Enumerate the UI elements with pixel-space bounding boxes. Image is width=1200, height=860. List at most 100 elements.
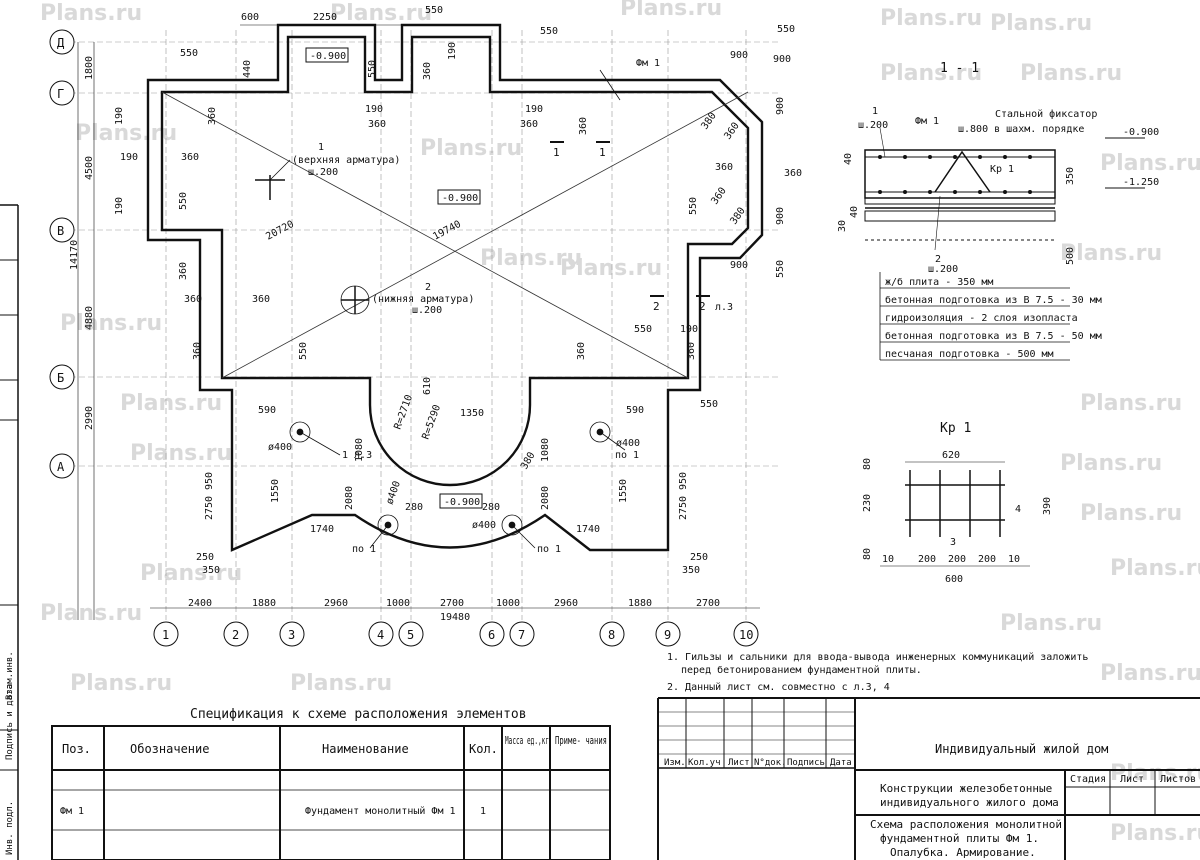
slab-outline-outer — [146, 23, 764, 552]
rebar-num: 1 — [318, 142, 324, 153]
watermark: Plans.ru — [130, 441, 232, 466]
dim-label: 2990 — [84, 406, 95, 430]
dim-label: 190 — [680, 324, 698, 335]
diagonal-dim: 19740 — [431, 219, 463, 243]
dim-label: 360 — [722, 121, 741, 142]
watermark: Plans.ru — [1110, 821, 1200, 846]
row-axis-label: Г — [57, 87, 64, 101]
watermark: Plans.ru — [1110, 556, 1200, 581]
dim-label: 950 — [678, 472, 689, 490]
dim-label: 2080 — [540, 486, 551, 510]
col-axis-label: 1 — [162, 628, 169, 642]
stamp-stage: Стадия — [1070, 774, 1106, 785]
rebar-step: ш.200 — [308, 167, 338, 178]
sleeve-diameter: ø400 — [472, 520, 496, 531]
dim-label: 1800 — [84, 56, 95, 80]
diagonal-line — [221, 91, 749, 379]
watermark: Plans.ru — [880, 6, 982, 31]
spec-header: Обозначение — [130, 742, 209, 756]
row-axis-label: Д — [57, 36, 65, 50]
layer-table — [879, 272, 1070, 361]
row-axis-label: В — [57, 224, 64, 238]
col-axis-label: 8 — [608, 628, 615, 642]
stamp-sheet-line: Схема расположения монолитной — [870, 818, 1062, 831]
watermark: Plans.ru — [880, 61, 982, 86]
dim-label: 1080 — [354, 438, 365, 462]
dim-label: 360 — [178, 262, 189, 280]
title-block — [657, 697, 1200, 860]
dim-label: 2700 — [440, 598, 464, 609]
dim-label: 230 — [862, 494, 873, 512]
layer-item: песчаная подготовка - 500 мм — [885, 349, 1054, 360]
grid-lines — [70, 30, 780, 620]
sheet-ref: л.3 — [715, 302, 733, 313]
dim-label: 2700 — [696, 598, 720, 609]
sleeve-ref: по 1 — [537, 544, 561, 555]
layer-item: бетонная подготовка из В 7.5 - 50 мм — [885, 330, 1102, 342]
watermark: Plans.ru — [140, 561, 242, 586]
dim-label: 190 — [365, 104, 383, 115]
dim-label: 30 — [837, 220, 848, 232]
kr1-frame — [905, 470, 1005, 537]
sleeve-ref: по 1 — [352, 544, 376, 555]
dim-label: 1550 — [618, 479, 629, 503]
dim-label: 360 — [181, 152, 199, 163]
slab-outline-inner — [160, 35, 750, 487]
level-mark: -1.250 — [1123, 177, 1159, 188]
dim-label: 1000 — [386, 598, 410, 609]
fixer-shape — [934, 150, 991, 193]
stamp-section-line: индивидуального жилого дома — [880, 796, 1059, 809]
dim-label: 550 — [775, 260, 786, 278]
rebar-name: (верхняя арматура) — [292, 155, 400, 166]
side-strip — [0, 204, 19, 860]
col-axis-label: 4 — [377, 628, 384, 642]
dim-label: 620 — [942, 450, 960, 461]
rebar-step: ш.200 — [412, 305, 442, 316]
watermark: Plans.ru — [75, 121, 177, 146]
dim-label: 360 — [686, 342, 697, 360]
watermark: Plans.ru — [60, 311, 162, 336]
dim-label: 600 — [945, 574, 963, 585]
col-axis-label: 3 — [288, 628, 295, 642]
spec-header: Поз. — [62, 742, 91, 756]
dim-label: 360 — [422, 62, 433, 80]
note-line: 1. Гильзы и сальники для ввода-вывода ин… — [667, 651, 1088, 663]
stamp-col: Кол.уч — [688, 758, 721, 768]
dim-label: 280 — [482, 502, 500, 513]
rebar-num: 2 — [935, 254, 941, 265]
dim-label: 2750 — [678, 496, 689, 520]
layer-item: бетонная подготовка из В 7.5 - 30 мм — [885, 294, 1102, 306]
rebar-num: 2 — [425, 282, 431, 293]
foundation-plan: 20720 19740 -0.900 -0.900 -0.900 Фм 1 1 … — [49, 5, 802, 647]
watermark: Plans.ru — [70, 671, 172, 696]
watermark: Plans.ru — [1020, 61, 1122, 86]
watermark: Plans.ru — [480, 246, 582, 271]
strip-label: Взам.инв. — [5, 651, 15, 700]
kr1-detail: Кр 1 620 80 230 80 390 4 3 10 200 200 20… — [862, 421, 1053, 585]
slab-mark: Фм 1 — [636, 58, 660, 69]
layer-item: гидроизоляция - 2 слоя изопласта — [885, 313, 1078, 324]
dim-label: 550 — [180, 48, 198, 59]
dim-label: 550 — [540, 26, 558, 37]
dim-label: 590 — [258, 405, 276, 416]
rebar-dots — [878, 155, 1032, 194]
dim-label: 550 — [298, 342, 309, 360]
diagonal-line — [161, 91, 689, 379]
stamp-col: Изм. — [664, 758, 686, 768]
strip-label: Инв. подл. — [5, 801, 15, 855]
col-axis-label: 10 — [739, 628, 753, 642]
elevation-box — [305, 47, 349, 63]
dim-label: 200 — [948, 554, 966, 565]
dim-label: 350 — [1065, 167, 1076, 185]
radius-label: R=2710 — [392, 393, 415, 431]
project-name: Индивидуальный жилой дом — [935, 742, 1108, 756]
dim-label: 2400 — [188, 598, 212, 609]
watermark: Plans.ru — [120, 391, 222, 416]
elevation-label: -0.900 — [310, 51, 346, 62]
diagonal-dim: 20720 — [264, 219, 296, 243]
dim-label: 360 — [784, 168, 802, 179]
radius-label: R=5290 — [420, 403, 443, 441]
rebar-step: ш.200 — [928, 264, 958, 275]
sleeve-ref: 1 л.3 — [342, 450, 372, 461]
dim-label: 190 — [447, 42, 458, 60]
